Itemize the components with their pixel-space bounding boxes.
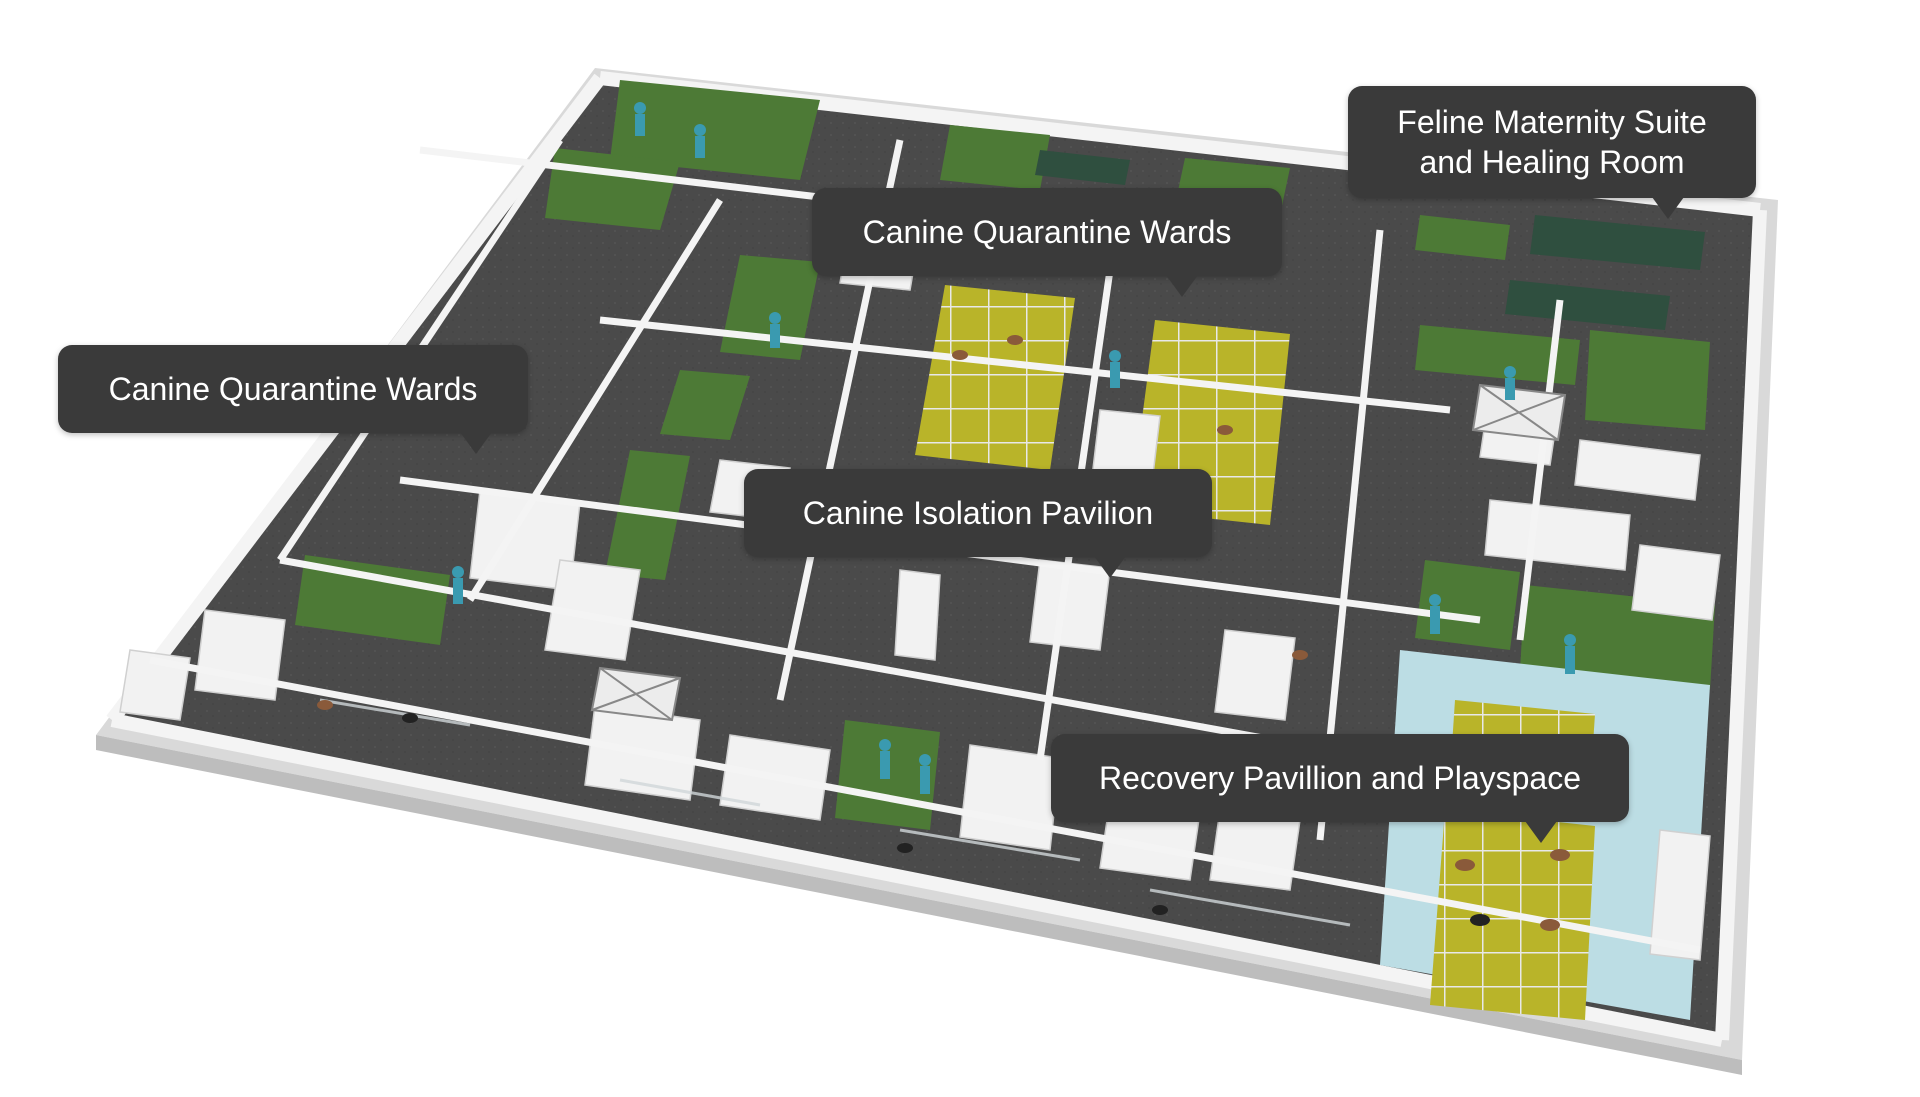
- callout-pointer: [1094, 556, 1126, 578]
- callout-label: Recovery Pavillion and Playspace: [1098, 760, 1582, 796]
- green-rooms: [295, 80, 1715, 830]
- shaft-boxes: [590, 383, 1567, 722]
- staff-figures: [452, 102, 1576, 794]
- callout-label: Canine Quarantine Wards: [108, 371, 478, 407]
- callout-pointer: [1525, 821, 1557, 843]
- callout-label: Feline Maternity Suite and Healing Room: [1397, 104, 1707, 180]
- callout-pointer: [1166, 275, 1198, 297]
- outer-wall-right: [1715, 209, 1767, 1041]
- slab-front-edge: [96, 735, 1742, 1075]
- callout-label: Canine Quarantine Wards: [862, 214, 1232, 250]
- callout-pointer: [1652, 197, 1684, 219]
- callout-pointer: [460, 432, 492, 454]
- callout-canine-isolation: Canine Isolation Pavilion: [744, 469, 1212, 578]
- callout-label: Canine Isolation Pavilion: [802, 495, 1154, 531]
- callout-recovery-pavillion: Recovery Pavillion and Playspace: [1051, 734, 1629, 843]
- callout-canine-quarantine-left: Canine Quarantine Wards: [58, 345, 528, 454]
- glass-panels: [319, 698, 1351, 927]
- cabinet-banks: [1035, 150, 1705, 330]
- callout-canine-quarantine-center: Canine Quarantine Wards: [812, 188, 1282, 297]
- animal-figures: [317, 335, 1570, 931]
- kennel-grid-1: [915, 285, 1075, 470]
- callout-feline-maternity: Feline Maternity Suite and Healing Room: [1348, 86, 1756, 219]
